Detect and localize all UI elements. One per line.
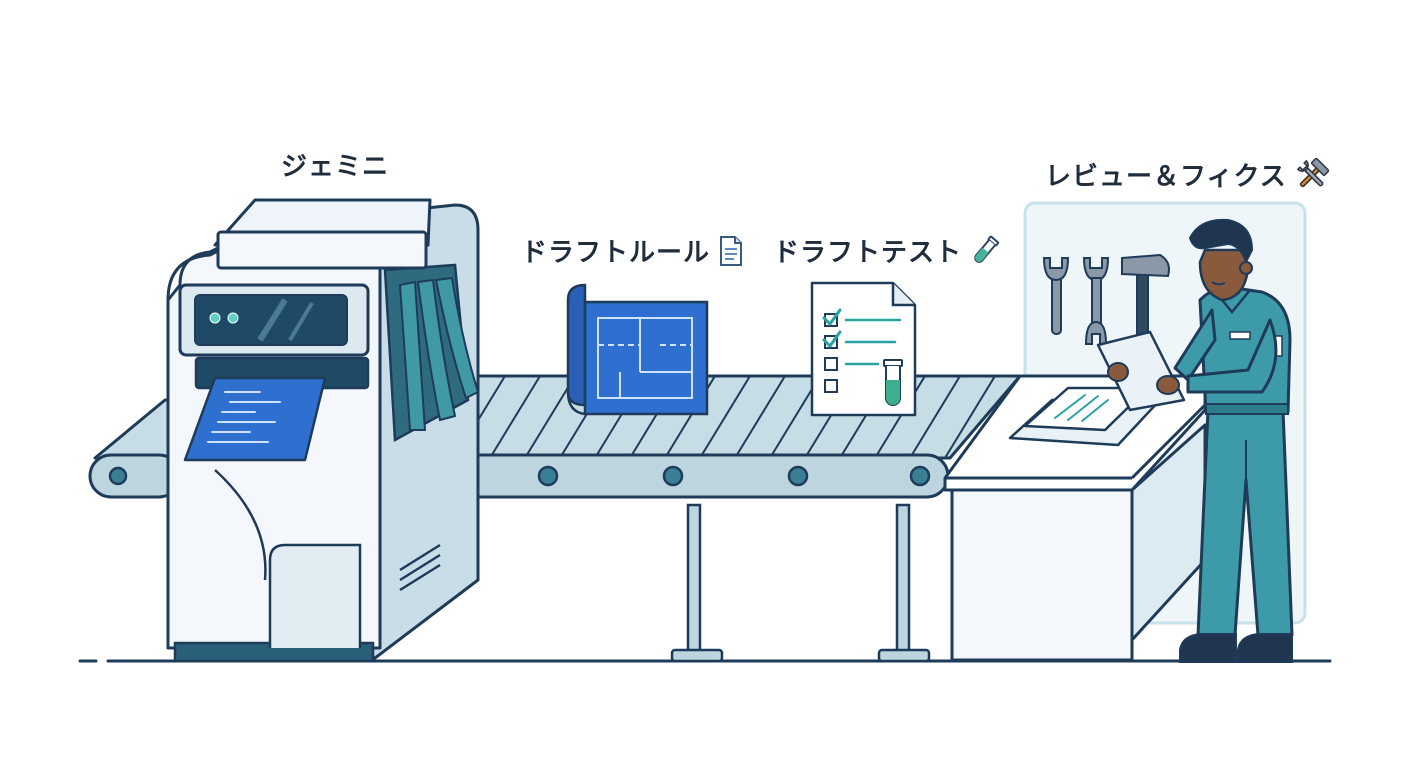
draft-tests-label-text: ドラフトテスト [773,238,963,268]
document-icon [720,235,743,266]
worker-figure [1096,218,1294,663]
blueprint-document [566,283,709,416]
draft-rules-label-text: ドラフトルール [521,238,711,268]
belt-roller [108,466,128,486]
review-fix-label-text: レビュー＆フィクス [1045,162,1287,192]
gemini-label: ジェミニ [281,146,389,183]
belt-roller [662,465,684,487]
test-checklist-document [810,281,917,417]
wrench-icon [1042,257,1070,335]
gemini-label-text: ジェミニ [281,152,390,182]
belt-roller [537,465,559,487]
tools-icon [1296,157,1329,187]
wall-tools [1042,253,1170,345]
wrench-icon [1082,257,1110,345]
review-fix-label: レビュー＆フィクス [1045,156,1329,193]
draft-rules-label: ドラフトルール [521,232,744,269]
indicator-light [209,312,221,324]
belt-roller [909,465,931,487]
belt-roller [787,465,809,487]
test-tube-icon [974,235,1000,263]
conveyor-legs [670,503,931,663]
draft-tests-label: ドラフトテスト [773,232,1000,269]
indicator-light [227,312,239,324]
gemini-machine [166,198,480,663]
